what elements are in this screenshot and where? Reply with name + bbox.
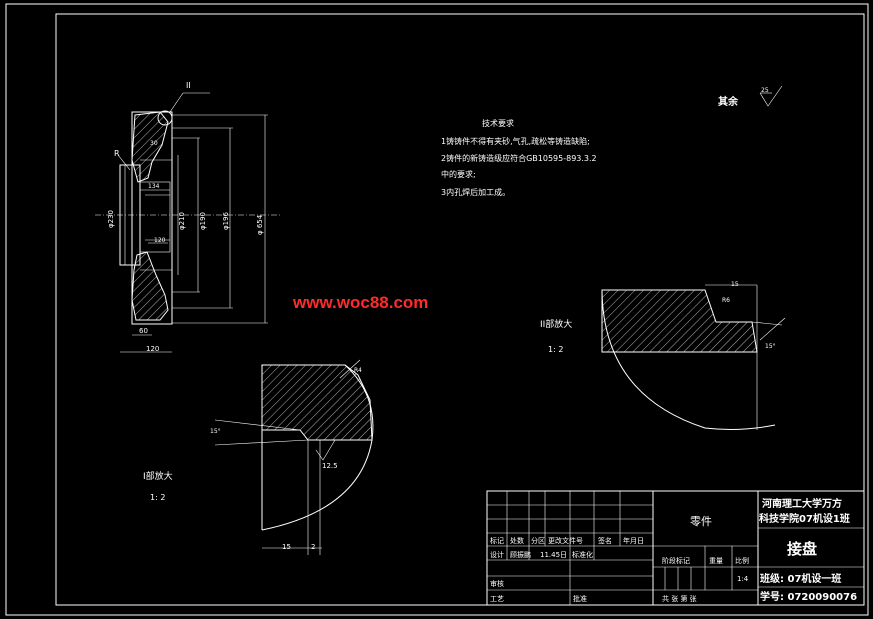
detail-ii-dim-b: 15°	[765, 343, 776, 350]
main-section-view: II R φ230 φ210 φ190 φ196 φ 654 60 120 13…	[95, 81, 282, 353]
tb-part: 零件	[690, 515, 712, 528]
tech-line-2: 2铸件的新铸造级应符合GB10595-893.3.2	[441, 153, 597, 163]
detail-i-label: I部放大	[143, 470, 173, 482]
tb-h-mark: 标记	[490, 536, 504, 545]
tb-process: 工艺	[490, 595, 504, 603]
tb-class: 班级: 07机设一班	[760, 572, 841, 585]
tb-drawing-name: 接盘	[787, 540, 817, 558]
tech-line-1: 1铸铸件不得有夹砂,气孔,疏松等铸造缺陷;	[441, 136, 590, 146]
detail-i-dim-rough: 12.5	[322, 462, 338, 470]
tb-designer: 顾振鹏	[510, 550, 531, 559]
detail-i-dim-r: R4	[354, 367, 362, 374]
roughness-note: 其余 25	[718, 85, 783, 108]
tb-ratio: 比例	[735, 556, 749, 565]
detail-ii-dim-15: 15	[731, 281, 739, 288]
tb-stage: 阶段标记	[662, 556, 690, 565]
dim-d-e: φ 654	[256, 214, 264, 235]
dim-d-a: φ230	[107, 210, 115, 228]
tb-school-1: 河南理工大学万方	[762, 497, 842, 510]
tech-line-4: 3内孔焊后加工成。	[441, 187, 510, 197]
tb-sheets: 共 张 第 张	[662, 594, 697, 603]
watermark: www.woc88.com	[292, 293, 428, 312]
title-block: 标记 处数 分区 更改文件号 签名 年月日 设计 顾振鹏 11.45日 标准化 …	[486, 490, 865, 606]
tb-student-id: 学号: 0720090076	[760, 590, 857, 603]
detail-ii-dim-a: R6	[722, 297, 730, 304]
detail-i-dim-15: 15	[282, 543, 291, 551]
dim-w-120b: 120	[154, 237, 166, 244]
tb-standard: 标准化	[572, 550, 593, 559]
section-label: II	[186, 81, 191, 90]
detail-i-view: I部放大 1: 2 15 2 R4 15° 12.5	[143, 359, 374, 555]
tb-school-2: 科技学院07机设1班	[759, 512, 850, 525]
dim-w-120: 120	[146, 345, 159, 353]
dim-w-60: 60	[139, 327, 148, 335]
dim-d-d: φ196	[222, 211, 230, 230]
tb-design: 设计	[490, 550, 504, 559]
dim-r1: R	[114, 149, 120, 158]
detail-i-dim-angle: 15°	[210, 428, 221, 435]
tb-h-date: 年月日	[623, 536, 644, 545]
detail-i-scale: 1: 2	[150, 493, 165, 502]
inner-border	[55, 13, 865, 606]
tb-design-date: 11.45日	[540, 551, 567, 559]
tech-title: 技术要求	[482, 118, 514, 128]
roughness-label: 其余	[718, 95, 739, 108]
tb-check: 审核	[490, 579, 504, 588]
dim-d-c: φ190	[199, 212, 207, 230]
dim-d-b: φ210	[178, 212, 186, 230]
tb-h-doc: 更改文件号	[548, 536, 583, 545]
detail-ii-scale: 1: 2	[548, 345, 563, 354]
detail-ii-view: II部放大 1: 2 15 R6 15°	[540, 281, 786, 430]
tb-weight: 重量	[709, 557, 723, 565]
detail-ii-label: II部放大	[540, 318, 572, 330]
tb-h-zone: 分区	[531, 536, 545, 545]
dim-w-134: 134	[148, 183, 160, 190]
tb-h-sign: 签名	[598, 536, 612, 545]
tb-h-count: 处数	[510, 536, 524, 545]
tb-ratio-value: 1:4	[737, 575, 749, 583]
outer-border	[5, 3, 869, 616]
tb-approve: 批准	[573, 594, 587, 603]
dim-n1: 30	[150, 140, 158, 147]
tech-line-3: 中的要求;	[441, 169, 476, 179]
detail-i-dim-2: 2	[311, 543, 315, 551]
tech-requirements: 技术要求 1铸铸件不得有夹砂,气孔,疏松等铸造缺陷; 2铸件的新铸造级应符合GB…	[441, 118, 597, 197]
roughness-value: 25	[761, 87, 769, 94]
